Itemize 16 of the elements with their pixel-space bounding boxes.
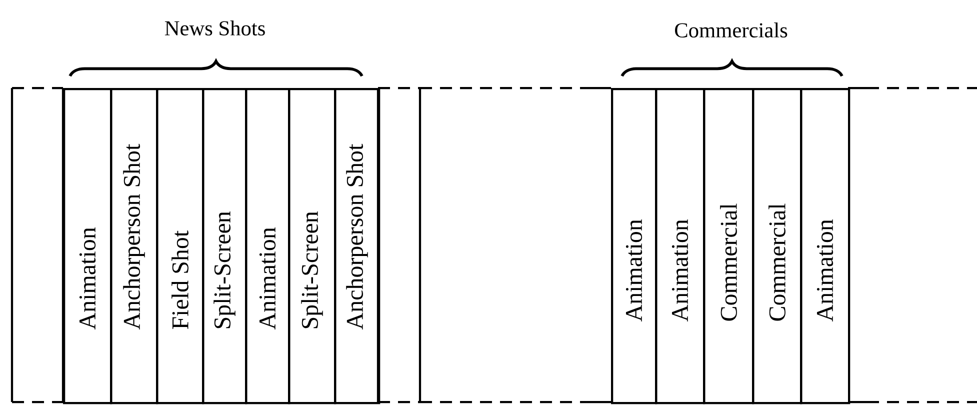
shot-column: Split-Screen (202, 88, 248, 404)
empty-column (10, 86, 64, 404)
shot-column: Animation (655, 88, 706, 404)
shot-column: Animation (611, 88, 658, 404)
shot-column: Field Shot (156, 88, 204, 404)
shot-column: Animation (800, 88, 850, 404)
shot-column: Anchorperson Shot (110, 88, 158, 404)
shot-column: Animation (245, 88, 290, 404)
shot-column: Animation (63, 88, 112, 404)
group-label: News Shots (164, 20, 265, 36)
group-label: Commercials (675, 22, 788, 38)
shot-column: Split-Screen (288, 88, 336, 404)
empty-column (376, 86, 422, 404)
shot-column: Commercial (703, 88, 754, 404)
shot-column: Commercial (752, 88, 802, 404)
shot-column: Anchorperson Shot (334, 88, 380, 404)
